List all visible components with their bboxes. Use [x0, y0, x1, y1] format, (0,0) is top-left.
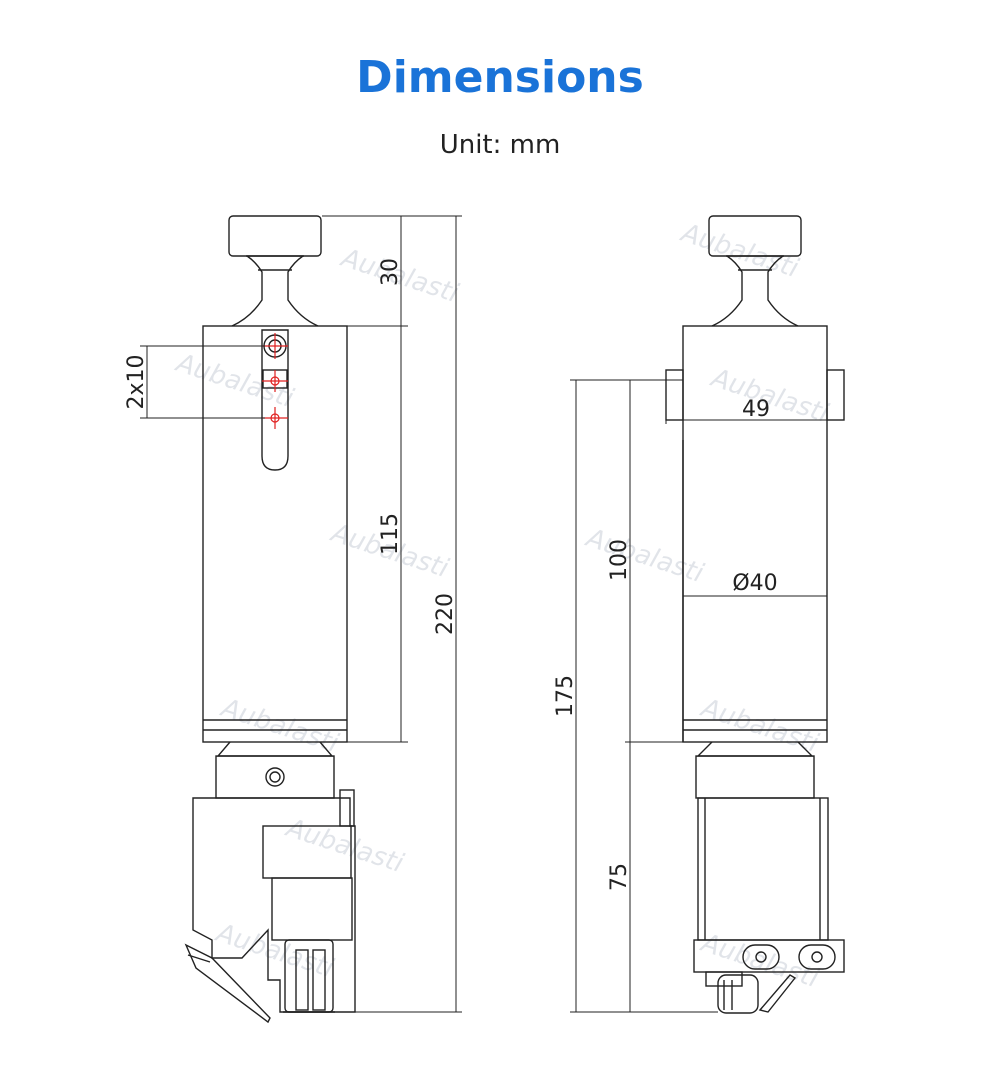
- dim-hole-spacing: 2x10: [124, 354, 149, 409]
- blade-holder: [697, 797, 829, 941]
- adjust-slot: [261, 329, 289, 471]
- bottom-wheel: [717, 974, 759, 1014]
- watermark: Aubalasti: [216, 693, 343, 760]
- collar: [695, 755, 815, 799]
- guide-roller-right: [798, 944, 836, 970]
- watermark: Aubalasti: [581, 523, 708, 590]
- main-body: [202, 325, 348, 743]
- knife-blade: [184, 943, 271, 1024]
- watermark: Aubalasti: [676, 218, 803, 285]
- left-dimensions: [140, 215, 462, 1013]
- watermark: Aubalasti: [281, 813, 408, 880]
- knob-cap: [228, 215, 322, 257]
- watermark: Aubalasti: [696, 928, 823, 995]
- knob-neck: [231, 255, 319, 327]
- watermark: Aubalasti: [211, 918, 338, 985]
- right-view: [665, 215, 845, 1014]
- right-dimensions: [570, 379, 844, 1013]
- dim-upper-height: 100: [607, 539, 632, 581]
- dim-top-height: 30: [378, 258, 403, 286]
- dim-lower-height: 75: [607, 863, 632, 891]
- side-flange-left: [665, 369, 684, 421]
- nut-icon: [265, 767, 285, 787]
- page-title: Dimensions: [356, 52, 644, 103]
- watermark: Aubalasti: [696, 693, 823, 760]
- collar: [215, 755, 335, 799]
- left-view: [184, 215, 356, 1024]
- hole-center-marks: [262, 333, 288, 429]
- dim-body-height: 115: [378, 513, 403, 555]
- unit-label: Unit: mm: [439, 130, 561, 160]
- dim-flange-width: 49: [742, 397, 770, 422]
- side-flange-right: [826, 369, 845, 421]
- dim-total-height: 220: [433, 593, 458, 635]
- knob-neck: [711, 255, 799, 327]
- dim-body-diameter: Ø40: [732, 571, 777, 596]
- guide-roller-left: [742, 944, 780, 970]
- dim-total-height: 175: [553, 675, 578, 717]
